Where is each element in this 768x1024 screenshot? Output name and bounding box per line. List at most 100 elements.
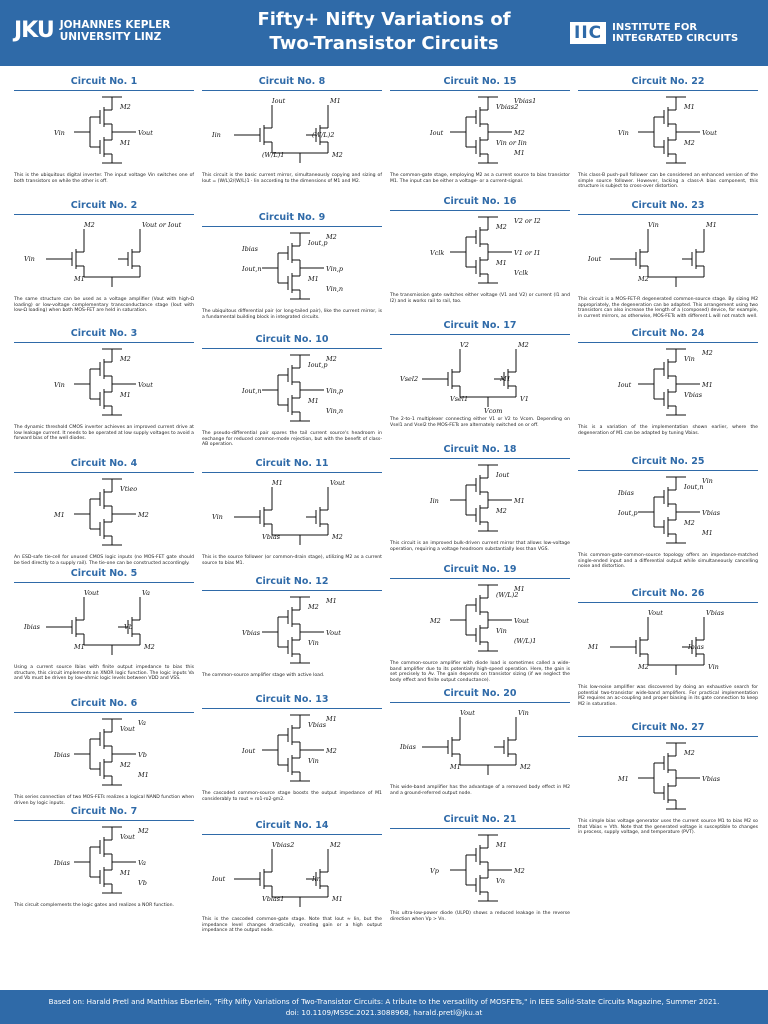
circuit-title: Circuit No. 20 [390, 688, 570, 703]
circuit-label: M2 [119, 761, 131, 769]
circuit-label: M1 [617, 775, 629, 783]
transistor-symbol [466, 137, 488, 157]
transistor-symbol [466, 845, 488, 865]
transistor-symbol [654, 359, 676, 379]
transistor-symbol [438, 737, 460, 757]
transistor-symbol [90, 759, 112, 779]
transistor-symbol [626, 637, 648, 657]
transistor-symbol [90, 519, 112, 539]
circuit-caption: The same structure can be used as a volt… [14, 297, 194, 314]
circuit-label: M1 [701, 529, 713, 537]
transistor-symbol [62, 617, 84, 637]
circuit-label: V2 or I2 [514, 217, 541, 225]
circuit-caption: This is the source follower (or common-d… [202, 555, 382, 566]
circuit-label: Vin [702, 477, 713, 485]
transistor-symbol [250, 125, 272, 145]
circuit-label: M1 [331, 895, 343, 903]
circuit-label: Vout [460, 709, 475, 717]
circuit-label: Vb [138, 879, 147, 887]
circuit-caption: This ultra-low-power diode (ULPD) shows … [390, 911, 570, 922]
transistor-symbol [654, 137, 676, 157]
transistor-symbol [90, 359, 112, 379]
circuit-label: M1 [119, 869, 131, 877]
circuit-label: M1 [449, 763, 461, 771]
circuit-label: Iout [617, 381, 632, 389]
circuit-label: Vcom [484, 407, 502, 415]
circuit-label: M2 [637, 663, 649, 671]
iic-mark: IIC [570, 22, 607, 44]
circuit-label: M1 [137, 771, 149, 779]
circuit-label: Iout,p [617, 509, 638, 517]
circuit-label: M2 [517, 341, 529, 349]
transistor-symbol [466, 475, 488, 495]
circuit-label: Iout,n [683, 483, 704, 491]
circuit-label: Vb [138, 751, 147, 759]
circuit-label: Vsel2 [400, 375, 418, 383]
circuit-label: Vp [430, 867, 440, 875]
circuit-title: Circuit No. 9 [202, 212, 382, 227]
circuit-label: M2 [329, 841, 341, 849]
circuit-label: Iout,p [307, 239, 328, 247]
circuit-label: Vclk [514, 269, 528, 277]
circuit-title: Circuit No. 24 [578, 328, 758, 343]
jku-name: JOHANNES KEPLER UNIVERSITY LINZ [60, 19, 171, 43]
poster-title: Fifty+ Nifty Variations of Two-Transisto… [200, 8, 568, 56]
circuit-label: (W/L)1 [514, 637, 536, 645]
jku-mark: JKU [14, 18, 55, 43]
circuit-caption: The dynamic threshold CMOS inverter achi… [14, 425, 194, 442]
title-line1: Fifty+ Nifty Variations of [257, 9, 511, 30]
circuit-label: Ibias [23, 623, 41, 631]
circuit-caption: This is a variation of the implementatio… [578, 425, 758, 436]
circuit-caption: This circuit complements the logic gates… [14, 903, 174, 908]
circuit-caption: The transmission gate switches either vo… [390, 293, 570, 304]
circuit-label: Vbias1 [514, 97, 536, 105]
circuit-label: M1 [73, 275, 85, 283]
circuit-label: Vbias [702, 509, 721, 517]
doi-line: doi: 10.1109/MSSC.2021.3088968, harald.p… [285, 1008, 483, 1017]
circuit-title: Circuit No. 14 [202, 820, 382, 835]
circuit-title: Circuit No. 26 [578, 588, 758, 603]
transistor-symbol [466, 505, 488, 525]
transistor-symbol [278, 607, 300, 627]
iic-line1: INSTITUTE FOR [612, 22, 698, 33]
transistor-symbol [466, 107, 488, 127]
circuit-label: Vout or Iout [142, 221, 182, 229]
circuit-title: Circuit No. 27 [578, 722, 758, 737]
jku-line2: UNIVERSITY LINZ [59, 30, 162, 43]
circuit-label: Vbias [308, 721, 327, 729]
circuit-label: M1 [683, 103, 695, 111]
circuit-label: Ibias [241, 245, 259, 253]
circuit-title: Circuit No. 25 [578, 456, 758, 471]
jku-logo: JKU JOHANNES KEPLER UNIVERSITY LINZ [14, 18, 170, 43]
circuit-label: Vb [124, 623, 133, 631]
circuit-caption: An ESD-safe tie-cell for unused CMOS log… [14, 555, 194, 566]
circuit-label: (W/L)2 [496, 591, 518, 599]
circuit-label: Ibias [53, 751, 71, 759]
transistor-symbol [250, 869, 272, 889]
transistor-symbol [278, 725, 300, 745]
circuit-label: Vout [514, 617, 529, 625]
circuit-label: M1 [53, 511, 65, 519]
transistor-symbol [90, 867, 112, 887]
circuit-label: Iin [311, 875, 321, 883]
circuit-label: Vout [120, 725, 135, 733]
circuit-title: Circuit No. 6 [14, 698, 194, 713]
circuit-label: Vbias2 [272, 841, 294, 849]
transistor-symbol [278, 755, 300, 775]
circuit-label: Vbias2 [496, 103, 518, 111]
